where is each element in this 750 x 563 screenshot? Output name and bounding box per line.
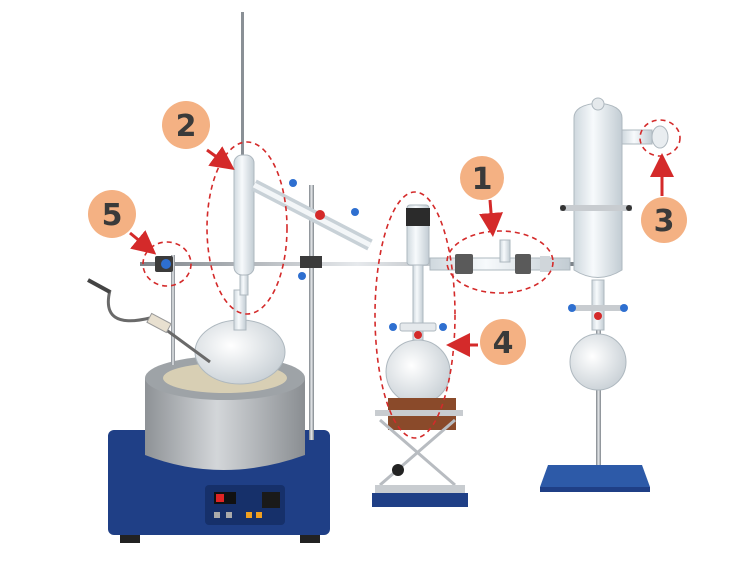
heating-mantle-icon [108, 356, 330, 543]
receiving-flask-icon [385, 204, 451, 405]
callout-label-1: 1 [472, 162, 493, 197]
arrow-5 [129, 230, 157, 255]
callout-label-3: 3 [654, 204, 675, 239]
distillation-head-icon [233, 12, 373, 296]
condenser-icon [560, 97, 669, 391]
callout-badge-1: 1 [460, 156, 504, 200]
arrow-1 [479, 199, 504, 237]
callout-label-4: 4 [493, 326, 514, 361]
callout-label-5: 5 [102, 198, 123, 233]
boiling-flask-icon [87, 278, 286, 385]
adapter-tube-icon [429, 239, 571, 274]
clamp-icon [155, 256, 322, 280]
callout-badge-2: 2 [162, 101, 210, 149]
callout-badge-3: 3 [641, 197, 687, 243]
callout-label-2: 2 [176, 109, 197, 144]
callout-4-ellipse [374, 191, 456, 439]
callout-2-ellipse [206, 141, 288, 315]
callout-badge-5: 5 [88, 190, 136, 238]
callout-badge-4: 4 [480, 319, 526, 365]
callout-5-ellipse [142, 241, 192, 287]
lab-jack-icon [372, 398, 468, 507]
arrow-2 [206, 146, 235, 171]
